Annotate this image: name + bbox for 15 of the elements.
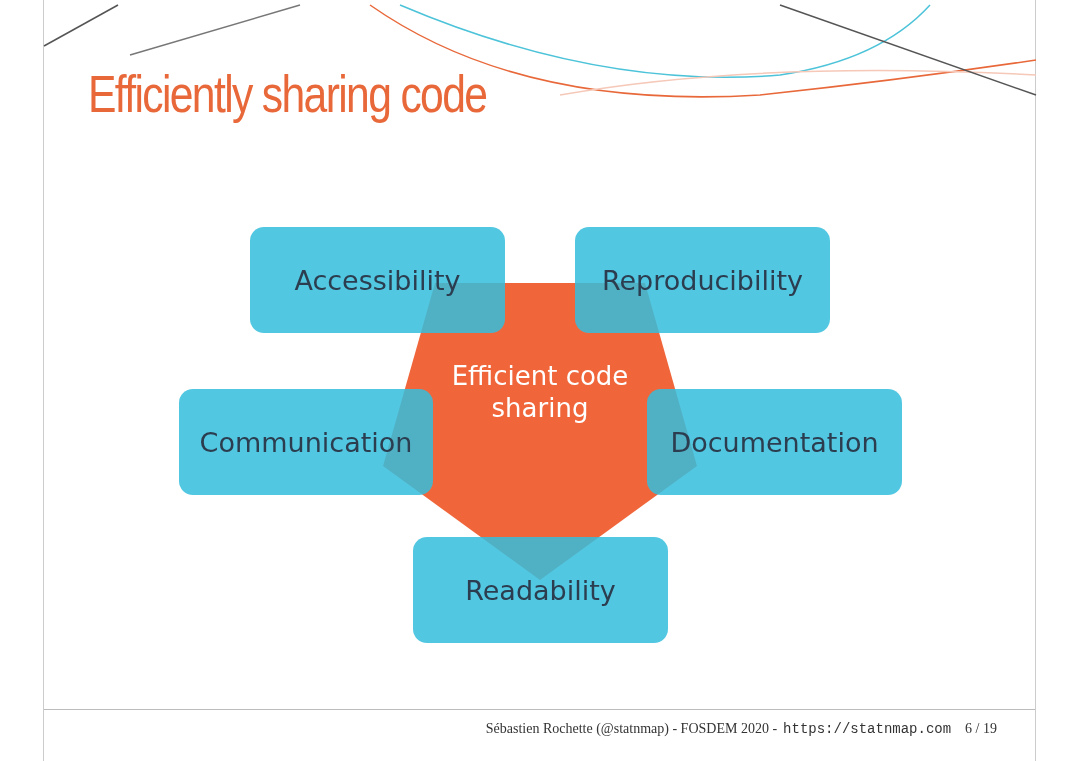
slide-title: Efficiently sharing code	[88, 64, 487, 124]
footer-link: https://statnmap.com	[783, 721, 952, 737]
node-text: Reproducibility	[601, 264, 804, 296]
node-text: Documentation	[670, 426, 879, 458]
node-text: Communication	[199, 426, 413, 458]
footer-text: Sébastien Rochette (@statnmap) - FOSDEM 2020 -	[485, 721, 778, 737]
rounded-box	[179, 389, 433, 495]
node-text: Readability	[465, 574, 616, 606]
page-number: 6 / 19	[965, 721, 997, 737]
rounded-box	[413, 537, 668, 643]
node-text: Accessibility	[294, 264, 461, 296]
rounded-box	[647, 389, 902, 495]
node-text: Efficient code sharing	[450, 359, 630, 424]
rounded-box	[250, 227, 505, 333]
rounded-box	[575, 227, 830, 333]
